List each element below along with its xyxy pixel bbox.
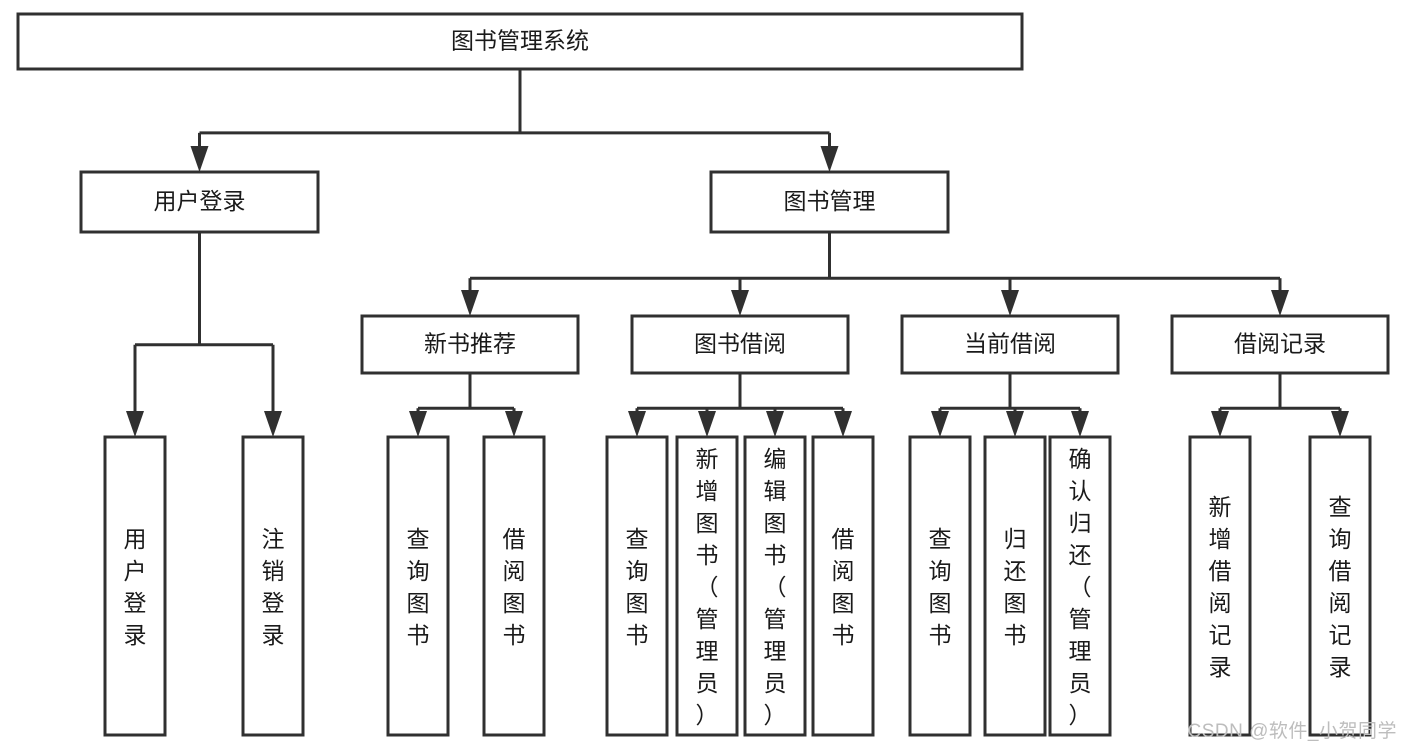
node-leaf-edit-book[interactable]: 编辑图书（管理员） — [743, 435, 807, 737]
node-box-root[interactable] — [16, 12, 1024, 71]
node-label-new-book-rec: 新书推荐 — [424, 331, 516, 357]
node-box-leaf-return-book[interactable] — [983, 435, 1047, 737]
node-leaf-user-logout[interactable]: 注销登录 — [241, 435, 305, 737]
arrowhead-leaf-user-login — [126, 411, 144, 437]
node-box-leaf-query-book-1[interactable] — [386, 435, 450, 737]
node-layer: 图书管理系统用户登录图书管理新书推荐图书借阅当前借阅借阅记录用户登录注销登录查询… — [16, 12, 1390, 737]
node-box-leaf-borrow-book-2[interactable] — [811, 435, 875, 737]
node-box-leaf-add-book[interactable] — [675, 435, 739, 737]
node-box-leaf-user-logout[interactable] — [241, 435, 305, 737]
arrowhead-current-borrow — [1001, 290, 1019, 316]
node-borrow-record[interactable]: 借阅记录 — [1170, 314, 1390, 375]
node-leaf-borrow-book-1[interactable]: 借阅图书 — [482, 435, 546, 737]
node-user-login[interactable]: 用户登录 — [79, 170, 320, 234]
arrowhead-leaf-borrow-book-1 — [505, 411, 523, 437]
node-box-borrow-record[interactable] — [1170, 314, 1390, 375]
node-box-leaf-add-record[interactable] — [1188, 435, 1252, 737]
node-box-leaf-edit-book[interactable] — [743, 435, 807, 737]
connector-layer — [126, 69, 1349, 437]
arrowhead-leaf-query-book-2 — [628, 411, 646, 437]
arrowhead-borrow-record — [1271, 290, 1289, 316]
node-leaf-confirm-return[interactable]: 确认归还（管理员） — [1048, 435, 1112, 737]
node-leaf-query-book-2[interactable]: 查询图书 — [605, 435, 669, 737]
arrowhead-leaf-edit-book — [766, 411, 784, 437]
node-box-leaf-query-record[interactable] — [1308, 435, 1372, 737]
arrowhead-leaf-query-book-3 — [931, 411, 949, 437]
node-label-leaf-query-book-1: 查询图书 — [407, 526, 430, 648]
node-box-leaf-confirm-return[interactable] — [1048, 435, 1112, 737]
arrowhead-leaf-query-record — [1331, 411, 1349, 437]
node-box-book-manage[interactable] — [709, 170, 950, 234]
node-label-current-borrow: 当前借阅 — [964, 331, 1056, 357]
node-box-leaf-query-book-3[interactable] — [908, 435, 972, 737]
node-label-borrow-record: 借阅记录 — [1234, 331, 1326, 357]
node-leaf-return-book[interactable]: 归还图书 — [983, 435, 1047, 737]
node-box-new-book-rec[interactable] — [360, 314, 580, 375]
node-box-leaf-query-book-2[interactable] — [605, 435, 669, 737]
node-box-book-borrow[interactable] — [630, 314, 850, 375]
node-box-current-borrow[interactable] — [900, 314, 1120, 375]
node-root[interactable]: 图书管理系统 — [16, 12, 1024, 71]
arrowhead-leaf-return-book — [1006, 411, 1024, 437]
node-label-leaf-add-record: 新增借阅记录 — [1209, 494, 1232, 680]
node-leaf-borrow-book-2[interactable]: 借阅图书 — [811, 435, 875, 737]
node-new-book-rec[interactable]: 新书推荐 — [360, 314, 580, 375]
arrowhead-new-book-rec — [461, 290, 479, 316]
node-label-leaf-add-book: 新增图书（管理员） — [696, 446, 719, 728]
arrowhead-book-manage — [820, 146, 839, 172]
node-label-leaf-borrow-book-2: 借阅图书 — [832, 526, 855, 648]
arrowhead-book-borrow — [731, 290, 749, 316]
node-label-leaf-query-book-2: 查询图书 — [626, 526, 649, 648]
arrowhead-leaf-confirm-return — [1071, 411, 1089, 437]
node-label-leaf-query-book-3: 查询图书 — [929, 526, 952, 648]
node-book-borrow[interactable]: 图书借阅 — [630, 314, 850, 375]
node-label-root: 图书管理系统 — [451, 28, 589, 54]
node-leaf-add-book[interactable]: 新增图书（管理员） — [675, 435, 739, 737]
arrowhead-leaf-add-book — [698, 411, 716, 437]
arrowhead-leaf-user-logout — [264, 411, 282, 437]
node-label-user-login: 用户登录 — [154, 188, 246, 214]
node-leaf-user-login[interactable]: 用户登录 — [103, 435, 167, 737]
node-box-leaf-borrow-book-1[interactable] — [482, 435, 546, 737]
node-leaf-add-record[interactable]: 新增借阅记录 — [1188, 435, 1252, 737]
node-label-leaf-user-login: 用户登录 — [124, 526, 147, 648]
node-box-leaf-user-login[interactable] — [103, 435, 167, 737]
node-leaf-query-book-3[interactable]: 查询图书 — [908, 435, 972, 737]
arrowhead-user-login — [190, 146, 209, 172]
node-leaf-query-record[interactable]: 查询借阅记录 — [1308, 435, 1372, 737]
node-label-leaf-borrow-book-1: 借阅图书 — [503, 526, 526, 648]
arrowhead-leaf-add-record — [1211, 411, 1229, 437]
arrowhead-leaf-borrow-book-2 — [834, 411, 852, 437]
node-label-leaf-edit-book: 编辑图书（管理员） — [764, 446, 787, 728]
node-leaf-query-book-1[interactable]: 查询图书 — [386, 435, 450, 737]
node-label-leaf-return-book: 归还图书 — [1004, 526, 1027, 648]
node-label-book-borrow: 图书借阅 — [694, 331, 786, 357]
node-box-user-login[interactable] — [79, 170, 320, 234]
node-label-leaf-confirm-return: 确认归还（管理员） — [1069, 446, 1092, 728]
arrowhead-leaf-query-book-1 — [409, 411, 427, 437]
node-label-leaf-query-record: 查询借阅记录 — [1329, 494, 1352, 680]
node-label-leaf-user-logout: 注销登录 — [262, 526, 285, 648]
node-current-borrow[interactable]: 当前借阅 — [900, 314, 1120, 375]
node-label-book-manage: 图书管理 — [784, 188, 876, 214]
node-book-manage[interactable]: 图书管理 — [709, 170, 950, 234]
